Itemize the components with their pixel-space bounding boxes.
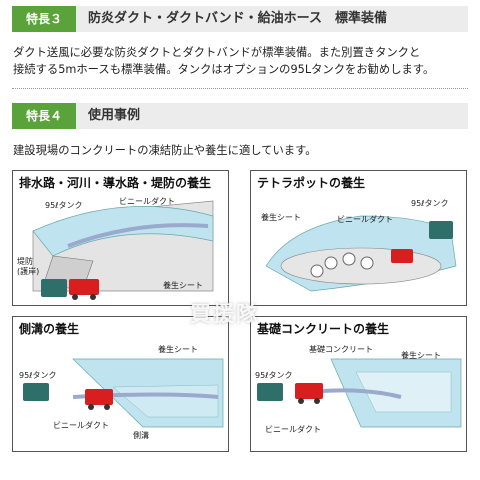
feature3-title: 防炎ダクト・ダクトバンド・給油ホース 標準装備 — [88, 11, 388, 26]
p4-concrete-label: 基礎コンクリート — [309, 345, 373, 354]
p4-sheet-label: 養生シート — [401, 351, 441, 360]
panel-drainage: 排水路・河川・導水路・堤防の養生 95ℓタンク ビニールダクト 堤防 (護岸) … — [12, 170, 229, 306]
p3-duct-label: ビニールダクト — [53, 421, 109, 430]
divider — [12, 88, 468, 89]
p3-gutter-label: 側溝 — [133, 431, 149, 440]
p2-sheet-label: 養生シート — [261, 213, 301, 222]
drainage-illustration — [32, 200, 214, 300]
feature4-desc: 建設現場のコンクリートの凍結防止や養生に適しています。 — [13, 144, 317, 157]
p1-duct-label: ビニールダクト — [119, 197, 175, 206]
heater-icon — [295, 383, 323, 399]
feature4-header: 特長４ 使用事例 — [12, 103, 468, 129]
feature3-desc-line1: ダクト送風に必要な防炎ダクトとダクトバンドが標準装備。また別置きタンクと — [13, 46, 421, 59]
p2-tank-label: 95ℓタンク — [411, 199, 449, 208]
gutter-illustration — [23, 358, 224, 428]
p4-tank-label: 95ℓタンク — [255, 371, 293, 380]
p4-duct-label: ビニールダクト — [265, 425, 321, 434]
tank-icon — [41, 279, 67, 297]
heater-icon — [391, 249, 413, 263]
p1-sheet-label: 養生シート — [163, 281, 203, 290]
panel-gutter: 側溝の養生 養生シート 95ℓタンク ビニールダクト 側溝 — [12, 316, 229, 452]
p3-tank-label: 95ℓタンク — [19, 371, 57, 380]
feature3-badge: 特長３ — [12, 6, 76, 32]
tetrapod-illustration — [265, 215, 457, 292]
p1-bank-label: 堤防 — [17, 257, 33, 266]
feature4-badge: 特長４ — [12, 103, 76, 129]
panel-drainage-title: 排水路・河川・導水路・堤防の養生 — [19, 176, 212, 190]
tank-icon — [23, 383, 49, 401]
panel-gutter-title: 側溝の養生 — [19, 322, 80, 336]
feature3-desc-line2: 接続する5mホースも標準装備。タンクはオプションの95Lタンクをお勧めします。 — [13, 63, 435, 76]
tank-icon — [257, 383, 283, 401]
feature3-header: 特長３ 防炎ダクト・ダクトバンド・給油ホース 標準装備 — [12, 6, 468, 32]
panel-tetrapod: テトラポットの養生 95ℓタンク 養生シート ビニールダクト — [250, 170, 467, 306]
foundation-illustration — [257, 358, 462, 428]
panel-foundation-title: 基礎コンクリートの養生 — [257, 322, 390, 336]
panel-tetrapod-title: テトラポットの養生 — [257, 176, 366, 190]
heater-icon — [69, 279, 99, 295]
p2-duct-label: ビニールダクト — [337, 215, 393, 224]
p3-sheet-label: 養生シート — [158, 345, 198, 354]
tank-icon — [429, 221, 453, 239]
p1-tank-label: 95ℓタンク — [45, 201, 83, 210]
panel-foundation: 基礎コンクリートの養生 基礎コンクリート 養生シート 95ℓタンク ビニールダク… — [250, 316, 467, 452]
heater-icon — [85, 389, 113, 405]
watermark: 買援隊 — [190, 302, 259, 326]
p1-bank2-label: (護岸) — [17, 267, 40, 276]
feature4-title: 使用事例 — [88, 108, 141, 123]
